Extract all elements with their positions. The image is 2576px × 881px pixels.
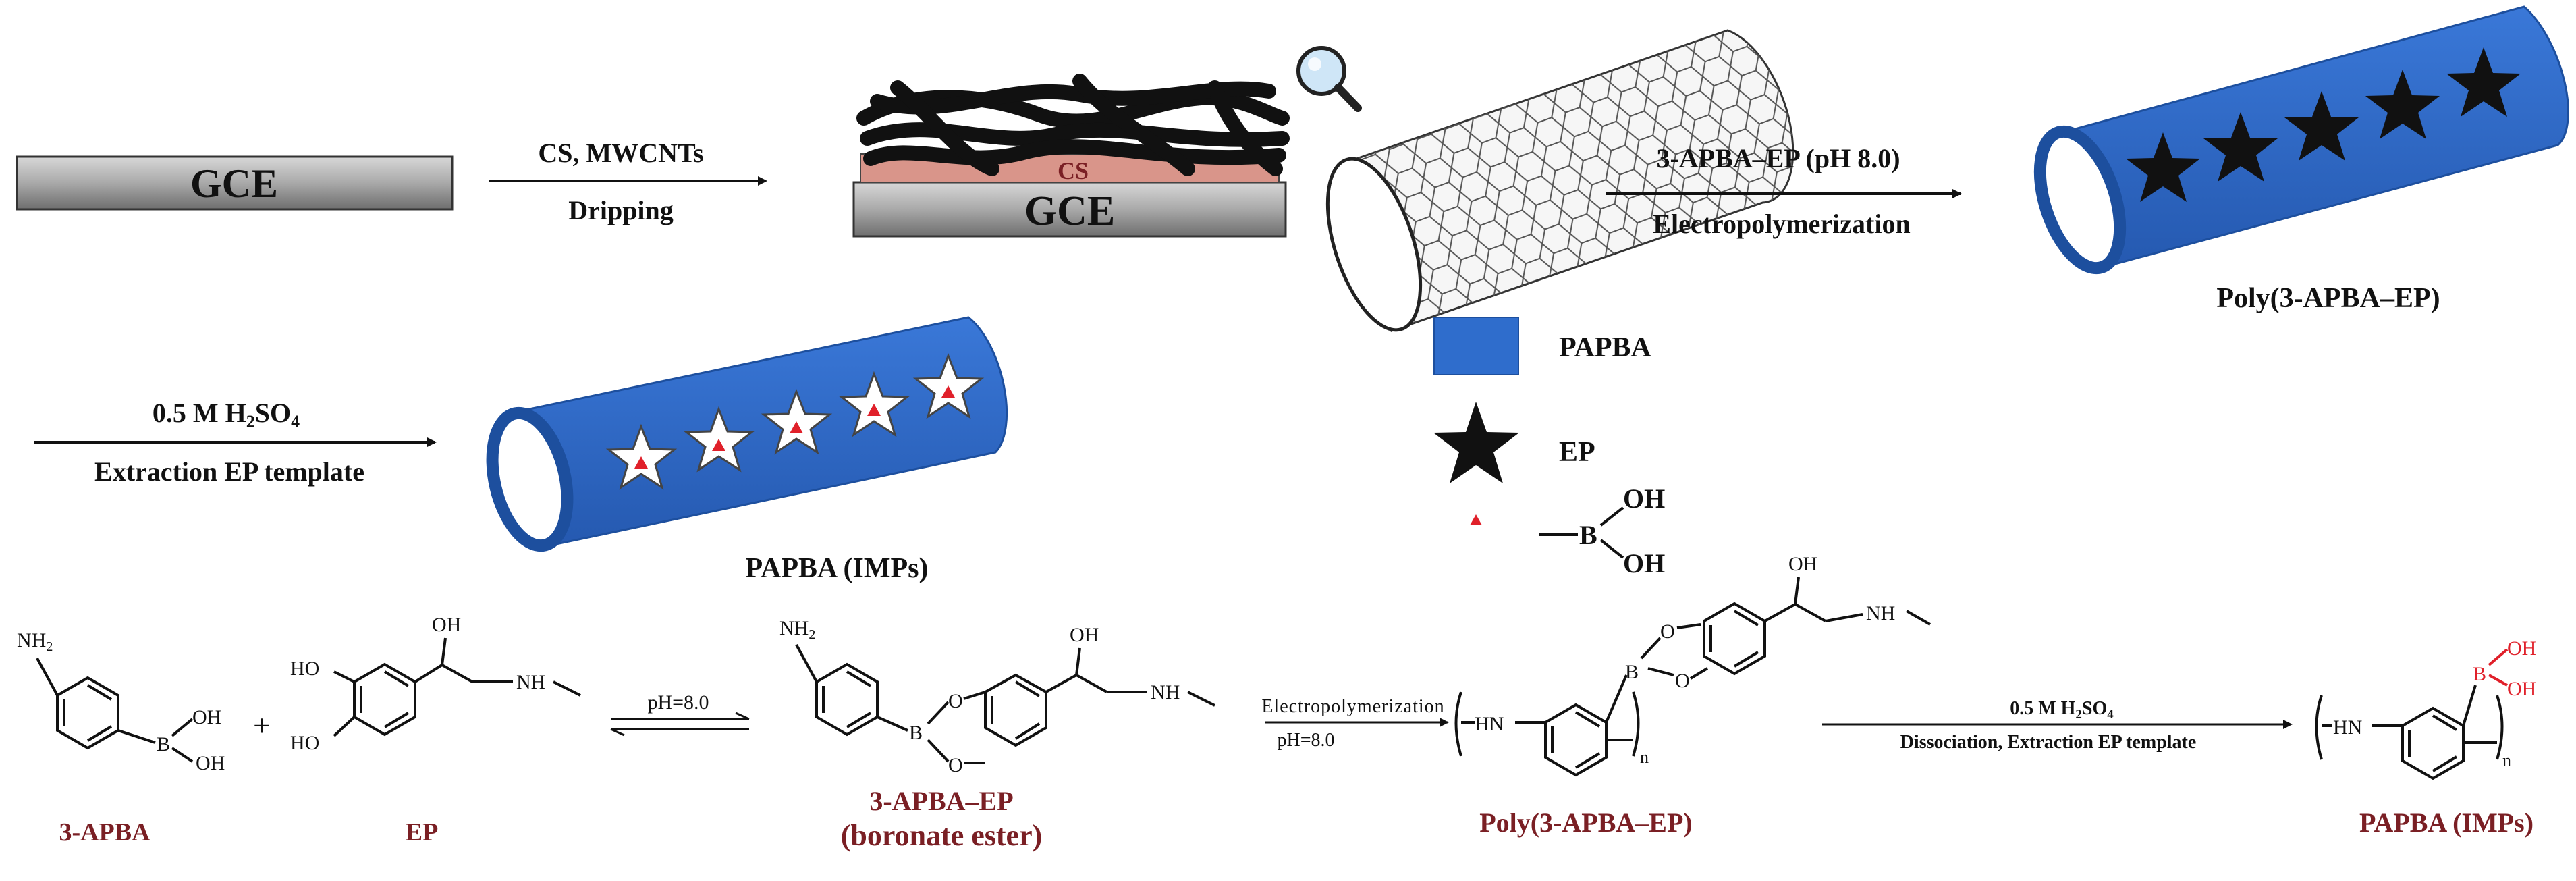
ep-structure (333, 637, 581, 737)
boronic-acid-sites (634, 385, 955, 469)
ep-label: EP (406, 818, 439, 847)
mwcnt-tube (1325, 29, 1794, 332)
boronic-site (941, 385, 955, 398)
ep-star (2284, 91, 2359, 161)
ep-star (2446, 47, 2521, 117)
papba-imps-tube (486, 316, 1008, 552)
poly-hn: HN (1475, 713, 1504, 735)
ep-ho2: HO (290, 732, 319, 754)
legend-boron: B (1579, 520, 1597, 550)
poly-o2: O (1675, 670, 1690, 692)
arrow4-bottom: Dissociation, Extraction EP template (1900, 732, 2197, 753)
ester-o1: O (948, 690, 963, 712)
electropolymerization-arrow: Electropolymerization pH=8.0 (1261, 696, 1449, 751)
legend-ep-label: EP (1559, 437, 1595, 468)
magnifier-icon (1296, 46, 1362, 112)
imps-structure (2315, 685, 2504, 780)
arrow3-bottom: pH=8.0 (1277, 730, 1334, 751)
step1-arrow: CS, MWCNTs Dripping (489, 138, 767, 225)
imps-b: B (2473, 663, 2486, 685)
boronic-site (790, 421, 803, 433)
eq-label: pH=8.0 (647, 691, 709, 714)
step2-top-label: 3-APBA–EP (pH 8.0) (1656, 143, 1900, 173)
cs-label: CS (1058, 157, 1089, 184)
legend-ep-star (1433, 402, 1519, 483)
legend-oh-top: OH (1623, 483, 1665, 514)
arrow3-top: Electropolymerization (1261, 696, 1444, 717)
arrow4-top: 0.5 M H2SO4 (2010, 698, 2114, 722)
legend-papba-swatch (1433, 317, 1519, 375)
ep-ho1: HO (290, 658, 319, 680)
poly-n: n (1640, 747, 1649, 767)
step1-top-label: CS, MWCNTs (538, 138, 703, 168)
equilibrium-arrow: pH=8.0 (610, 691, 750, 737)
ep-nh: NH (516, 671, 545, 693)
ep-star (2126, 132, 2200, 202)
poly-label: Poly(3-APBA–EP) (2216, 283, 2440, 314)
poly-apba-ep-tube (2033, 5, 2569, 275)
apba-label: 3-APBA (59, 818, 150, 847)
gce-electrode-1: GCE (16, 155, 454, 211)
poly-scheme-label: Poly(3-APBA–EP) (1479, 807, 1693, 838)
legend: PAPBA EP B OH OH (1433, 317, 1665, 579)
boronic-site (634, 456, 648, 469)
mwcnt-network (856, 74, 1290, 176)
step3-top-label: 0.5 M H2SO4 (153, 398, 300, 431)
ester-b: B (909, 722, 923, 744)
ester-label2: (boronate ester) (841, 819, 1043, 852)
gce-label-2: GCE (1024, 188, 1115, 234)
boronic-site (867, 404, 881, 416)
imps-boronic-red (2488, 648, 2509, 687)
legend-boronic-triangle (1470, 514, 1482, 525)
gce-label-1: GCE (190, 161, 278, 206)
apba-oh1: OH (192, 706, 221, 728)
apba-structure (36, 658, 194, 763)
ester-label: 3-APBA–EP (869, 786, 1013, 816)
step2-arrow: 3-APBA–EP (pH 8.0) Electropolymerization (1606, 143, 1962, 239)
imps-label: PAPBA (IMPs) (745, 553, 928, 584)
imps-oh2: OH (2507, 678, 2536, 700)
plus-sign: + (253, 708, 271, 743)
imps-oh1: OH (2507, 637, 2536, 660)
poly-nh: NH (1866, 602, 1895, 624)
imps-n: n (2502, 751, 2511, 770)
ester-nh2: NH2 (779, 617, 815, 642)
apba-nh2: NH2 (17, 629, 53, 654)
ep-star (2365, 70, 2440, 139)
legend-boronic-structure: B OH OH (1539, 483, 1665, 579)
poly-b: B (1625, 661, 1639, 683)
step3-arrow: 0.5 M H2SO4 Extraction EP template (34, 398, 437, 487)
poly-o1: O (1660, 620, 1675, 643)
ester-structure (795, 644, 1215, 764)
legend-papba-label: PAPBA (1559, 332, 1652, 363)
step1-bottom-label: Dripping (568, 195, 674, 225)
apba-oh2: OH (196, 752, 225, 774)
poly-oh: OH (1788, 553, 1817, 575)
ester-oh: OH (1070, 624, 1099, 646)
imps-hn: HN (2333, 716, 2362, 739)
step2-bottom-label: Electropolymerization (1653, 209, 1910, 239)
ep-star (2203, 112, 2278, 182)
step3-bottom-label: Extraction EP template (94, 456, 364, 487)
legend-oh-bottom: OH (1623, 548, 1665, 579)
ep-oh: OH (432, 614, 461, 636)
apba-b: B (157, 733, 170, 755)
poly-structure (1454, 577, 1931, 777)
ester-nh: NH (1151, 681, 1180, 703)
dissociation-arrow: 0.5 M H2SO4 Dissociation, Extraction EP … (1822, 698, 2293, 753)
boronic-site (712, 439, 725, 451)
imps-scheme-label: PAPBA (IMPs) (2359, 807, 2533, 838)
ep-template-stars (2126, 47, 2521, 202)
ester-o2: O (948, 754, 963, 776)
cs-mwcnt-modified-gce: CS GCE (852, 74, 1290, 238)
